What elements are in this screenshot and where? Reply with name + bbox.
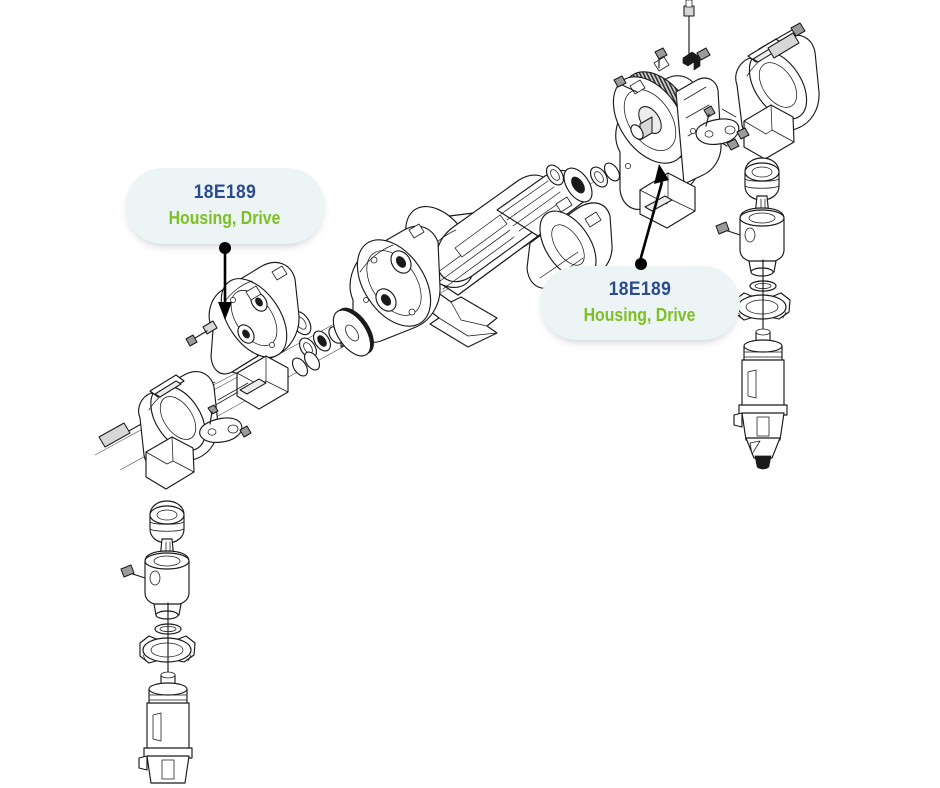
bolt-top-right xyxy=(758,22,806,59)
part-name-left: Housing, Drive xyxy=(169,208,281,229)
motor-center-assembly xyxy=(349,169,613,348)
handle-valve-upper-right xyxy=(695,22,820,160)
part-number-left: 18E189 xyxy=(193,182,257,204)
bolt-left-upper xyxy=(185,320,218,347)
crank-housing-right xyxy=(739,207,785,277)
fasteners-top-right xyxy=(682,0,711,71)
leader-right xyxy=(635,164,669,270)
valve-lever-left xyxy=(199,404,252,443)
callout-label-right[interactable]: 18E189 Housing, Drive xyxy=(540,266,740,340)
shims-bearings-center xyxy=(290,162,621,377)
tool-body-right xyxy=(733,328,788,470)
part-name-right: Housing, Drive xyxy=(584,305,696,326)
drive-gear-center xyxy=(332,307,374,357)
handle-valve-lower-left xyxy=(138,371,252,490)
piston-tool-lower-left xyxy=(120,500,196,784)
motor-mounting-foot xyxy=(429,291,498,348)
callout-label-left[interactable]: 18E189 Housing, Drive xyxy=(125,168,325,244)
tool-body-left xyxy=(138,671,193,784)
part-number-right: 18E189 xyxy=(608,279,672,301)
piston-tool-right xyxy=(715,157,791,470)
valve-lever-right xyxy=(695,105,750,145)
leader-left xyxy=(218,242,232,320)
